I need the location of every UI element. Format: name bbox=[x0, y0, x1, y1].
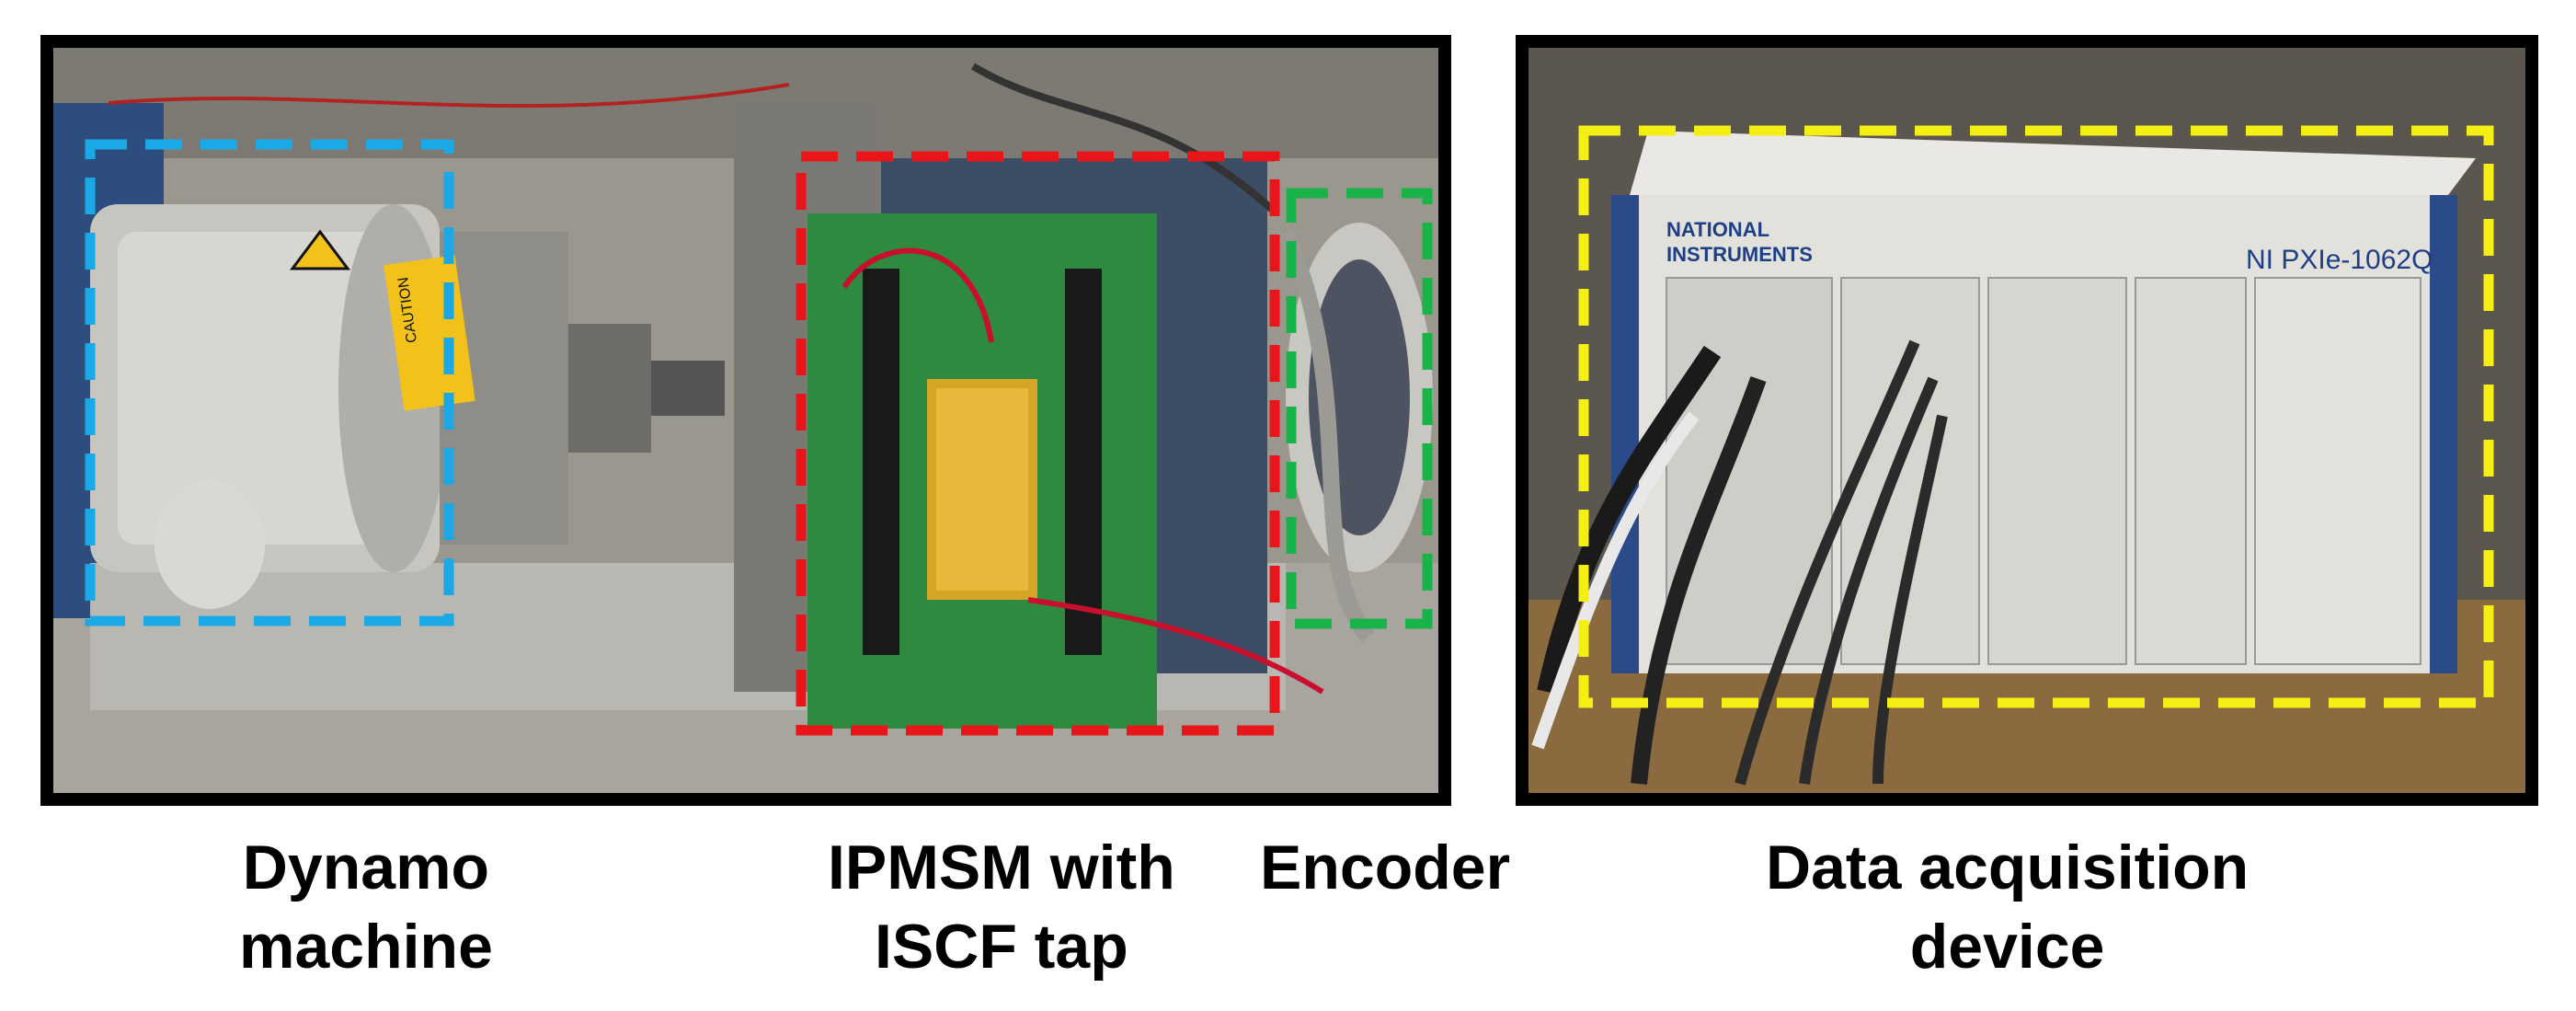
caption-daq-line2: device bbox=[1909, 912, 2105, 982]
test-bench-illustration: CAUTION bbox=[53, 48, 1438, 793]
caption-ipmsm-line1: IPMSM with bbox=[828, 833, 1175, 902]
caption-dynamo-line1: Dynamo bbox=[242, 833, 490, 902]
daq-photo: NATIONAL INSTRUMENTS NI PXIe-1062Q bbox=[1516, 35, 2538, 806]
encoder-region bbox=[1286, 188, 1433, 629]
caption-ipmsm: IPMSM with ISCF tap bbox=[828, 828, 1175, 986]
brand-line1: NATIONAL bbox=[1666, 218, 1769, 241]
model-label: NI PXIe-1062Q bbox=[2246, 245, 2433, 275]
caption-encoder-line1: Encoder bbox=[1260, 833, 1511, 902]
caption-dynamo-line2: machine bbox=[239, 912, 493, 982]
dynamo-machine-region bbox=[85, 139, 454, 626]
caption-dynamo-machine: Dynamo machine bbox=[239, 828, 493, 986]
caption-encoder: Encoder bbox=[1260, 828, 1510, 907]
daq-illustration: NATIONAL INSTRUMENTS NI PXIe-1062Q bbox=[1528, 48, 2525, 793]
brand-line2: INSTRUMENTS bbox=[1666, 243, 1813, 266]
test-bench-photo: CAUTION bbox=[40, 35, 1451, 806]
caption-daq: Data acquisition device bbox=[1766, 828, 2249, 986]
ipmsm-region bbox=[796, 151, 1280, 736]
caption-ipmsm-line2: ISCF tap bbox=[874, 912, 1128, 982]
caption-daq-line1: Data acquisition bbox=[1766, 833, 2250, 902]
daq-region bbox=[1578, 125, 2494, 708]
